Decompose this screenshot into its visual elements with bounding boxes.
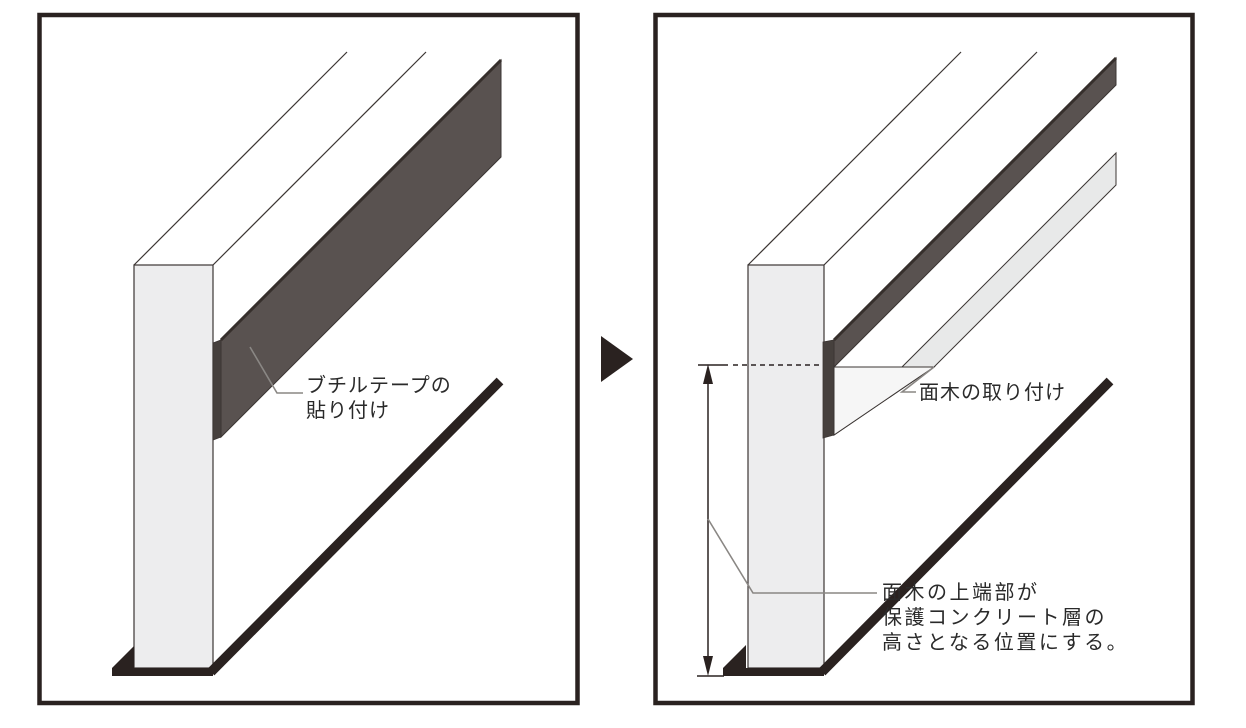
chamfer-strip-label-text: 面木の取り付け [919,382,1066,404]
butyl-tape-label-line1: ブチルテープの [306,375,452,397]
wall2-column-face [747,264,825,669]
butyl-tape-top-edge-2 [832,56,1118,342]
chamfer-strip-label: 面木の取り付け [919,381,1066,406]
wall2-top-left-edge [747,51,962,266]
panel-step2 [653,12,1195,706]
height-note-line1: 面木の上端部が [882,582,1040,604]
panel-step1 [37,12,580,706]
panel-step1-frame [37,12,580,706]
butyl-tape-end-face [212,339,222,441]
height-note-leader [707,518,877,594]
butyl-tape-end-face-2 [822,339,835,439]
wall-column-face [133,264,214,669]
wall-top-left-edge [133,51,348,266]
wall2-top-right-edge [823,51,1038,266]
butyl-tape-top-edge [219,58,503,342]
slab-edge-front [112,668,213,676]
height-note-label: 面木の上端部が 保護コンクリート層の 高さとなる位置にする。 [882,581,1129,656]
panel-step2-frame [653,12,1195,706]
slab2-edge-front [723,668,824,676]
chamfer-label-leader [899,366,935,393]
butyl-label-leader [249,346,303,394]
dimension-arrow-down-icon [703,656,713,676]
slab-edge-diagonal [207,377,504,676]
wall-top-right-edge [212,51,427,266]
dimension-arrow-up-icon [703,364,713,384]
butyl-tape-label-line2: 貼り付け [306,400,390,422]
chamfer-strip-section [833,366,936,436]
butyl-tape-label: ブチルテープの 貼り付け [306,374,452,424]
step-arrow-icon [601,336,633,382]
slab2-edge-diagonal [818,377,1114,676]
height-note-line2: 保護コンクリート層の [882,607,1107,629]
height-note-line3: 高さとなる位置にする。 [882,632,1130,654]
